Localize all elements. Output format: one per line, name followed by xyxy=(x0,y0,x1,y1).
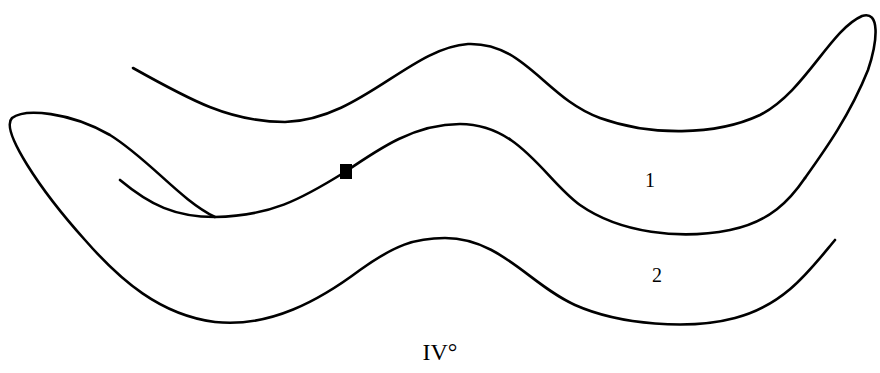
region-number: 1 xyxy=(645,170,655,190)
middle-contour xyxy=(120,124,805,234)
region-number: 2 xyxy=(652,265,662,285)
figure-caption: IV° xyxy=(423,340,458,364)
marker-square xyxy=(340,164,352,179)
upper-contour xyxy=(133,15,876,178)
left-lobe xyxy=(10,113,835,325)
